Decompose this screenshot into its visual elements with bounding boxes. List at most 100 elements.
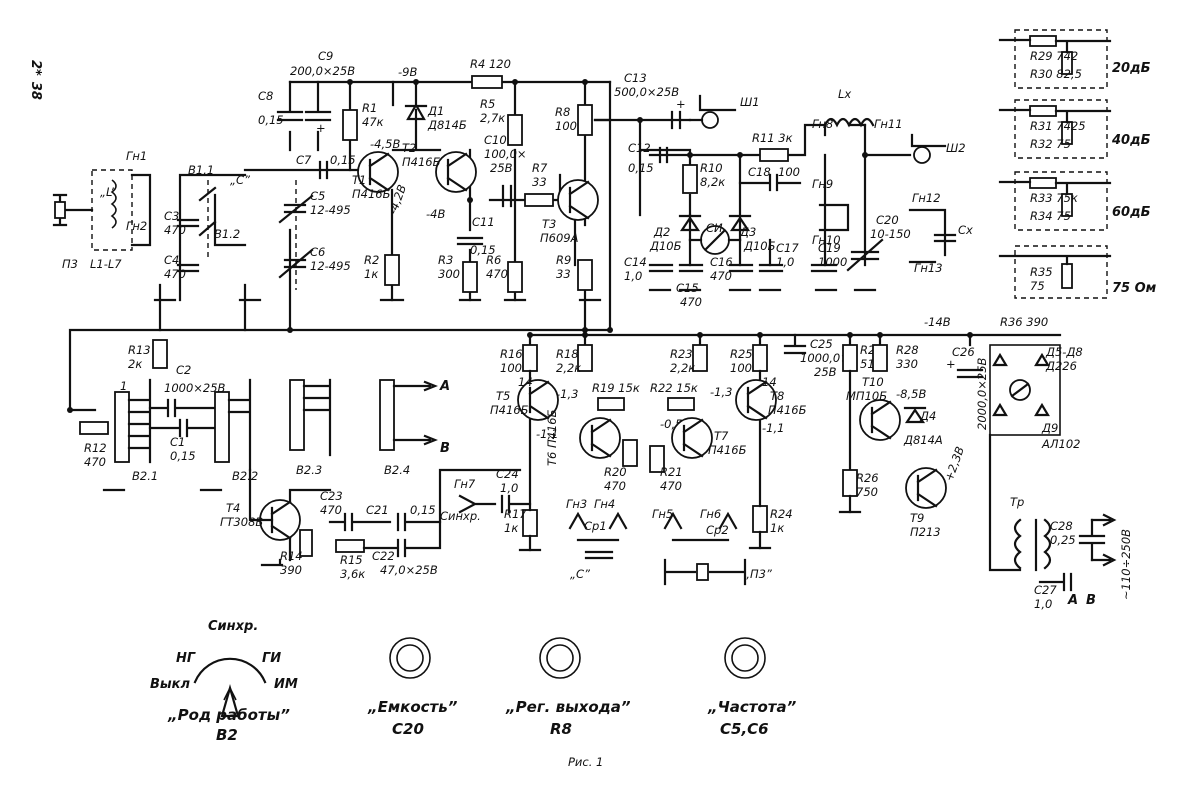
- r6-value: 470: [486, 267, 508, 281]
- control-frequency-ref: С5,С6: [720, 720, 769, 738]
- transistor-t2: Т2 П416Б: [402, 141, 476, 192]
- t2-label: Т2: [402, 141, 416, 155]
- resistor-r28: R28 330: [873, 343, 919, 371]
- c13-plus: +: [676, 97, 686, 111]
- r7-label: R7: [532, 161, 548, 175]
- r23-value: 2,2к: [670, 361, 695, 375]
- transformer-tr: Тр: [990, 435, 1050, 570]
- c28-label: С28: [1050, 519, 1073, 533]
- transistor-t5: Т5 П416Б 14 -1,3 -1,1: [490, 371, 578, 441]
- c14-label: С14: [624, 255, 647, 269]
- resistor-r24: R24 1к: [753, 420, 793, 548]
- r20-value: 470: [604, 479, 626, 493]
- r18-value: 2,2к: [556, 361, 581, 375]
- r2-value: 1к: [364, 267, 378, 281]
- r8-label: R8: [555, 105, 570, 119]
- c22-label: С22: [372, 549, 395, 563]
- meter-si: СИ: [690, 221, 740, 254]
- sinhr-label: Синхр.: [440, 509, 481, 523]
- c9-plus: +: [316, 121, 326, 135]
- c1-label: С1: [170, 435, 185, 449]
- diode-d3: Д3 Д10Б: [730, 216, 776, 253]
- c12-value: 0,15: [628, 161, 654, 175]
- c4-label: С4: [164, 253, 179, 267]
- r30-label: R30 82,5: [1030, 67, 1082, 81]
- svg-text:1: 1: [120, 379, 127, 393]
- terminator-75ohm: R35 75 75 Ом: [1000, 246, 1157, 298]
- t7-label: Т7: [714, 429, 729, 443]
- r24-label: R24: [770, 507, 793, 521]
- capacitance-knob[interactable]: „Емкость” С20: [367, 638, 458, 738]
- c20-value: 10-150: [870, 227, 911, 241]
- r25-value: 100: [730, 361, 752, 375]
- capacitor-c14: С14 1,0: [624, 255, 672, 283]
- control-output-title: „Рег. выхода”: [505, 698, 631, 716]
- gn1-label: Гн1: [126, 149, 147, 163]
- gn5-label: Гн5: [652, 507, 673, 521]
- bridge-rectifier: Д5-Д8 Д226 Д9 АЛ102: [990, 345, 1083, 451]
- t8-label: Т8: [770, 389, 784, 403]
- r7-value: 33: [532, 175, 547, 189]
- c6-value: 12-495: [310, 259, 351, 273]
- c17-value: 1,0: [776, 255, 794, 269]
- frequency-knob[interactable]: „Частота” С5,С6: [707, 638, 797, 738]
- r28-value: 330: [896, 357, 918, 371]
- r35-value: 75: [1030, 279, 1045, 293]
- c11-label: С11: [472, 215, 495, 229]
- r3-label: R3: [438, 253, 453, 267]
- c27-label: С27: [1034, 583, 1057, 597]
- output-level-knob[interactable]: „Рег. выхода” R8: [505, 638, 631, 738]
- capacitor-c28: С28 0,25: [1050, 519, 1104, 560]
- capacitor-c25: С25 1000,0× 25В: [785, 335, 850, 379]
- c3-value: 470: [164, 223, 186, 237]
- d4-label: Д4: [919, 409, 936, 423]
- jacks-cp2: Гн5 Гн6 Ср2: [652, 507, 736, 540]
- resistor-r26: R26 750: [843, 470, 879, 512]
- c5-label: С5: [310, 189, 325, 203]
- b23-label: В2.3: [296, 463, 322, 477]
- sh1-label: Ш1: [740, 95, 760, 109]
- r1-value: 47к: [362, 115, 384, 129]
- gn10-label: Гн10: [812, 233, 841, 247]
- diode-d2: Д2 Д10Б: [649, 216, 700, 253]
- r9-label: R9: [556, 253, 571, 267]
- t10-value: МП10Б: [846, 389, 887, 403]
- c8-value: 0,15: [258, 113, 284, 127]
- cp1-label: Ср1: [584, 519, 607, 533]
- control-mode-title: „Род работы”: [167, 706, 290, 724]
- variable-capacitor-c20: С20 10-150: [848, 213, 911, 270]
- capacitor-c12: С12 0,15: [628, 141, 667, 175]
- p3q-label: „П3”: [744, 567, 773, 581]
- potentiometer-r8: R8 100: [555, 105, 610, 135]
- v-m14-label: -14В: [924, 315, 951, 329]
- resistor-r3: R3 300: [438, 253, 477, 292]
- mode-switch[interactable]: Выкл НГ Синхр. ГИ ИМ „Род работы” В2: [150, 619, 298, 744]
- t10-label: Т10: [862, 375, 884, 389]
- c26-value: 2000,0×25В: [975, 357, 989, 430]
- d2-value: Д10Б: [649, 239, 682, 253]
- gn12-gn13-jacks: [910, 210, 955, 262]
- connector-sh1[interactable]: Ш1: [690, 95, 760, 128]
- c10-value: 100,0×: [484, 147, 527, 161]
- lq-label: „L”: [100, 185, 117, 199]
- gn4-label: Гн4: [594, 497, 615, 511]
- connector-sh2[interactable]: Ш2: [912, 135, 966, 163]
- r29-label: R29 742: [1030, 49, 1078, 63]
- t9-label: Т9: [910, 511, 924, 525]
- b11-label: В1.1: [188, 163, 214, 177]
- c18-label: С18: [748, 165, 771, 179]
- attenuator-20db: R29 742 R30 82,5 20дБ: [1000, 30, 1151, 88]
- gn6-label: Гн6: [700, 507, 721, 521]
- l1l7-label: L1-L7: [90, 257, 122, 271]
- r1-label: R1: [362, 101, 377, 115]
- c24-value: 1,0: [500, 481, 518, 495]
- crystal-p3: „П3”: [665, 560, 773, 584]
- c10-value2: 25В: [490, 161, 513, 175]
- transistor-t7: Т7 П416Б: [672, 418, 747, 458]
- switch-b2-2: В2.2: [215, 380, 258, 483]
- att20-label: 20дБ: [1112, 61, 1151, 76]
- r5-label: R5: [480, 97, 495, 111]
- resistor-r11: R11 3к: [752, 131, 793, 161]
- r35-label: R35: [1030, 265, 1053, 279]
- d5d8-label: Д5-Д8: [1045, 345, 1083, 359]
